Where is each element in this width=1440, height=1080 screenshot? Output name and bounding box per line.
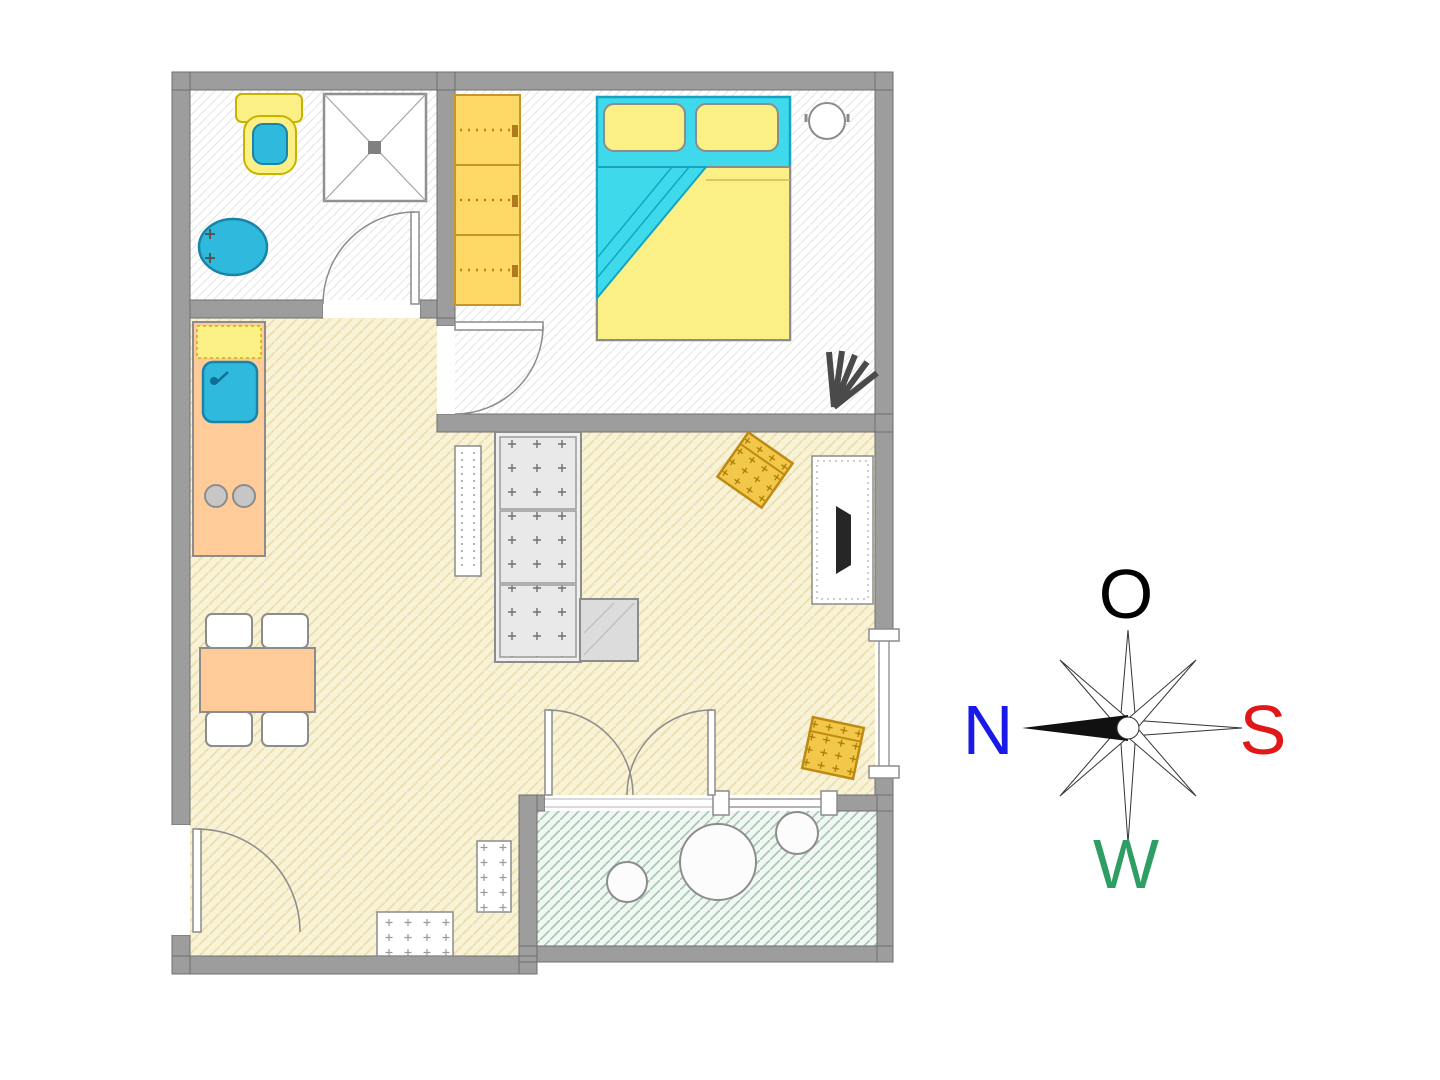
compass-spoke-right bbox=[1129, 719, 1243, 737]
kitchen-sink bbox=[201, 360, 259, 424]
compass-label-top: O bbox=[1099, 555, 1153, 633]
stove-burner-left bbox=[204, 484, 228, 508]
wardrobe-knobs bbox=[512, 125, 518, 277]
dining-table bbox=[199, 647, 316, 713]
bookshelf bbox=[454, 445, 482, 577]
cabinet-body bbox=[476, 840, 512, 913]
desk-dots bbox=[816, 460, 869, 600]
blanket-fold-lines bbox=[596, 166, 690, 279]
window-panes bbox=[727, 798, 823, 808]
toilet-lid bbox=[252, 123, 288, 165]
dining-set bbox=[199, 613, 316, 747]
toilet bbox=[235, 93, 303, 175]
door-balcony-french bbox=[544, 709, 716, 796]
door-leaf bbox=[454, 321, 544, 331]
balcony-table bbox=[679, 823, 757, 901]
window-glass bbox=[727, 795, 823, 811]
desk bbox=[811, 455, 874, 605]
window-panes bbox=[878, 637, 890, 770]
window-balcony bbox=[712, 790, 838, 816]
door-entrance bbox=[192, 828, 301, 933]
balcony-door-opening bbox=[545, 795, 715, 811]
side-table-hatch bbox=[583, 602, 635, 656]
armchair-seat bbox=[715, 430, 795, 510]
compass-label-right: S bbox=[1240, 691, 1287, 769]
window-cap-right bbox=[820, 790, 838, 816]
door-swing-arc-left bbox=[547, 709, 634, 796]
entrance-opening bbox=[172, 825, 190, 935]
balcony-door-sill bbox=[545, 798, 715, 808]
armchair-seat bbox=[800, 715, 866, 781]
compass-rose: O N S W bbox=[963, 555, 1287, 903]
door-swing-arc bbox=[322, 211, 416, 305]
window-cap-left bbox=[712, 790, 730, 816]
door-leaf-left bbox=[544, 709, 553, 796]
compass-center bbox=[1116, 716, 1140, 740]
cabinet-small bbox=[476, 840, 512, 913]
balcony-chair bbox=[775, 811, 819, 855]
balcony-chair bbox=[606, 861, 648, 903]
compass-needle bbox=[1022, 715, 1128, 741]
stove-burner-right bbox=[232, 484, 256, 508]
sofa-cushion bbox=[499, 436, 577, 510]
door-leaf bbox=[410, 211, 420, 305]
door-swing-arc-right bbox=[626, 709, 713, 796]
door-bedroom bbox=[454, 321, 544, 415]
compass-label-bottom: W bbox=[1093, 825, 1159, 903]
plant bbox=[826, 350, 879, 410]
wardrobe-dots bbox=[460, 128, 515, 272]
sofa-cushion bbox=[499, 510, 577, 584]
window-glass bbox=[875, 637, 893, 770]
shower bbox=[322, 92, 428, 203]
double-bed bbox=[595, 95, 792, 342]
dining-chair bbox=[205, 711, 253, 747]
pillow-left bbox=[603, 103, 686, 152]
door-leaf-right bbox=[707, 709, 716, 796]
plant-leaves bbox=[826, 350, 879, 410]
door-swing-arc bbox=[196, 828, 301, 933]
door-bathroom bbox=[322, 211, 420, 305]
wardrobe-dividers bbox=[455, 164, 520, 236]
bedroom-door-opening bbox=[437, 326, 455, 414]
door-leaf bbox=[192, 828, 202, 933]
dining-chair bbox=[261, 613, 309, 649]
drainer bbox=[196, 325, 262, 359]
dining-chair bbox=[261, 711, 309, 747]
washbasin-bowl bbox=[197, 217, 269, 277]
bathroom-door-opening bbox=[323, 300, 420, 318]
sideboard bbox=[376, 911, 454, 957]
faucet-handles bbox=[205, 229, 215, 263]
side-table bbox=[579, 598, 639, 662]
door-swing-arc bbox=[454, 325, 544, 415]
compass-spoke-up bbox=[1119, 629, 1137, 727]
bedside-table-top bbox=[808, 102, 846, 140]
armchair-bottom bbox=[800, 715, 866, 781]
shower-drain bbox=[368, 141, 381, 154]
kitchen-counter bbox=[192, 321, 266, 557]
window-right bbox=[868, 628, 900, 779]
window-cap-top bbox=[868, 628, 900, 642]
wardrobe-body bbox=[454, 94, 521, 306]
wardrobe bbox=[454, 94, 521, 306]
sideboard-body bbox=[376, 911, 454, 957]
blanket-fold bbox=[596, 166, 709, 301]
armchair-backrest bbox=[809, 729, 862, 743]
sofa bbox=[494, 431, 582, 663]
armchair-top bbox=[715, 430, 795, 510]
armchair-backrest bbox=[739, 443, 786, 476]
bookshelf-body bbox=[454, 445, 482, 577]
bedside-table-handles bbox=[804, 114, 850, 122]
monitor bbox=[836, 506, 851, 574]
window-cap-bottom bbox=[868, 765, 900, 779]
pillow-right bbox=[695, 103, 779, 152]
washbasin bbox=[197, 217, 269, 277]
kitchen-faucet-arm bbox=[215, 371, 229, 384]
compass-label-left: N bbox=[963, 691, 1014, 769]
bookshelf-dots bbox=[461, 452, 475, 570]
bedside-table bbox=[804, 102, 850, 140]
sofa-cushion bbox=[499, 584, 577, 658]
dining-chair bbox=[205, 613, 253, 649]
